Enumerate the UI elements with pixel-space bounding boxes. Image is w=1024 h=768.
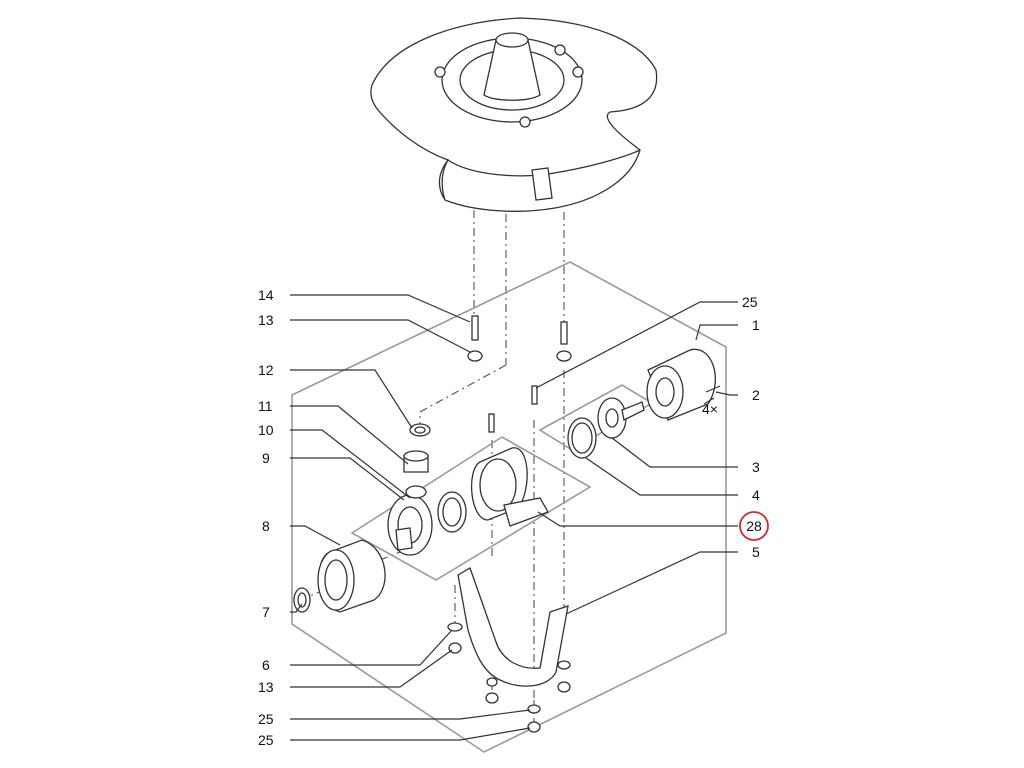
rotor-assembly bbox=[597, 397, 645, 439]
clamp-ring bbox=[293, 587, 311, 613]
callout-labels: 14 13 12 11 10 9 8 7 6 13 25 25 25 1 2 4… bbox=[258, 287, 769, 748]
seal-ring bbox=[409, 423, 431, 437]
callout-25-lower-b: 25 bbox=[258, 732, 274, 748]
callout-6: 6 bbox=[262, 657, 270, 673]
callout-3: 3 bbox=[752, 459, 760, 475]
callout-7: 7 bbox=[262, 604, 270, 620]
callout-9: 9 bbox=[262, 450, 270, 466]
fasteners bbox=[447, 315, 715, 733]
pre-filter bbox=[317, 539, 386, 613]
mounting-bracket bbox=[457, 567, 569, 687]
float-housing bbox=[370, 17, 658, 212]
callout-14: 14 bbox=[258, 287, 274, 303]
callout-10: 10 bbox=[258, 422, 274, 438]
assembly-outline bbox=[291, 261, 727, 753]
callout-28: 28 bbox=[746, 518, 762, 534]
pump-subassembly-outline bbox=[350, 436, 592, 581]
callout-13-bottom: 13 bbox=[258, 679, 274, 695]
callout-4x: 4× bbox=[702, 401, 718, 417]
callout-2: 2 bbox=[752, 387, 760, 403]
callout-25-lower-a: 25 bbox=[258, 711, 274, 727]
highlight-circle-28 bbox=[739, 511, 769, 541]
callout-1: 1 bbox=[752, 317, 760, 333]
callout-25-top: 25 bbox=[742, 294, 758, 310]
callout-12: 12 bbox=[258, 362, 274, 378]
callout-5: 5 bbox=[752, 544, 760, 560]
callout-leaders bbox=[290, 294, 738, 741]
impeller-cover bbox=[387, 494, 433, 556]
callout-8: 8 bbox=[262, 518, 270, 534]
callout-4: 4 bbox=[752, 487, 760, 503]
callout-13-top: 13 bbox=[258, 312, 274, 328]
callout-11: 11 bbox=[258, 398, 273, 414]
gasket bbox=[437, 491, 467, 533]
o-ring-seal bbox=[567, 417, 597, 459]
motor-unit bbox=[646, 348, 721, 421]
pump-housing bbox=[470, 447, 549, 527]
hose-adapter bbox=[403, 450, 429, 499]
